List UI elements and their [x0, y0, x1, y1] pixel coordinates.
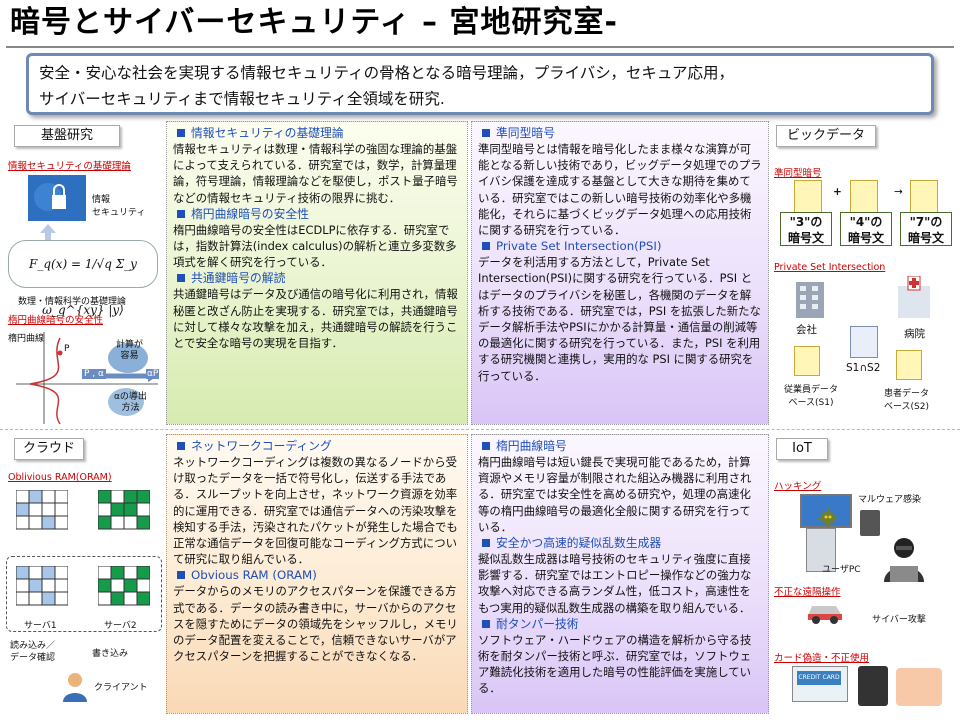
employee-db-label: 従業員データ ベース(S1)	[784, 385, 839, 408]
text-tamper-resistance: ソフトウェア・ハードウェアの構造を解析から守る技術を耐タンパー技術と呼ぶ．研究室…	[478, 632, 752, 696]
intersection-label: S1∩S2	[846, 362, 881, 374]
server-1-grid	[15, 565, 69, 618]
heading-foundation-theory: 情報セキュリティの基礎理論	[173, 125, 461, 141]
ciphertext-4: "4"の 暗号文	[840, 212, 892, 246]
heading-tamper-resistance: 耐タンパー技術	[478, 616, 762, 632]
alpha-p-label: αP	[146, 369, 160, 379]
pc-tower-icon	[806, 528, 836, 572]
heading-prng: 安全かつ高速的疑似乱数生成器	[478, 535, 762, 551]
math-theory-label: 数理・情報科学の基礎理論	[18, 297, 127, 307]
padlock-icon	[28, 175, 86, 221]
server-2-label: サーバ2	[104, 621, 137, 631]
employee-db-icon	[794, 346, 820, 376]
text-homomorphic: 準同型暗号とは情報を暗号化したまま様々な演算が可能となる新しい技術であり，ビッグ…	[478, 142, 762, 238]
curve-label: 楕円曲線	[8, 334, 45, 344]
plaintext-doc-icon-2	[850, 180, 878, 214]
company-label: 会社	[796, 324, 817, 336]
client-user-icon	[62, 672, 88, 702]
plus-sign: +	[833, 186, 842, 198]
section-label-bigdata: ビックデータ	[776, 125, 876, 147]
server-2-grid	[97, 565, 151, 618]
heading-network-coding: ネットワークコーディング	[173, 438, 461, 454]
heading-oram: Obvious RAM (ORAM)	[173, 567, 461, 583]
panel-foundation: 情報セキュリティの基礎理論 情報セキュリティは数理・情報科学の強固な理論的基盤に…	[166, 121, 468, 425]
card-reader-icon: CREDIT CARD	[792, 666, 848, 702]
servers-group	[6, 556, 162, 632]
caption-homomorphic: 準同型暗号	[774, 168, 822, 179]
section-label-iot: IoT	[776, 438, 828, 460]
ciphertext-3: "3"の 暗号文	[780, 212, 832, 246]
patient-db-label: 患者データ ベース(S2)	[884, 389, 930, 412]
caption-info-sec-theory: 情報セキュリティの基礎理論	[8, 161, 131, 172]
terminal-icon	[858, 666, 888, 706]
summary-box: 安全・安心な社会を実現する情報セキュリティの骨格となる暗号理論，プライバシ，セキ…	[26, 53, 934, 115]
p-alpha-label: P , α	[82, 369, 106, 379]
intersection-doc-icon	[850, 326, 878, 358]
section-label-kiban: 基盤研究	[14, 125, 120, 147]
caption-remote-control: 不正な遠隔操作	[774, 587, 841, 598]
hand-icon	[896, 668, 942, 706]
point-p-label: P	[64, 344, 70, 354]
hospital-icon	[894, 275, 934, 318]
malware-label: マルウェア感染	[858, 495, 922, 505]
write-label: 書き込み	[92, 649, 129, 659]
summary-line-1: 安全・安心な社会を実現する情報セキュリティの骨格となる暗号理論，プライバシ，セキ…	[39, 64, 735, 82]
qft-formula: F_q(x) = 1/√q Σ_y ω_q^{xy} |y⟩	[8, 240, 158, 317]
text-prng: 擬似乱数生成器は暗号技術のセキュリティ強度に直接影響する．研究室ではエントロピー…	[478, 552, 752, 615]
panel-iot: 楕円曲線暗号 楕円曲線暗号は短い鍵長で実現可能であるため，計算資源やメモリ容量が…	[471, 434, 769, 714]
read-confirm-label: 読み込み／ データ確認	[10, 641, 56, 663]
up-arrow-icon	[40, 224, 56, 240]
client-label: クライアント	[94, 683, 148, 693]
server-1-label: サーバ1	[24, 621, 57, 631]
text-symmetric-cryptanalysis: 共通鍵暗号はデータ及び通信の暗号化に利用され，情報秘匿と改ざん防止を実現する．研…	[173, 287, 458, 351]
caption-card-fraud: カード偽造・不正使用	[774, 653, 870, 664]
arrow-sign: →	[894, 186, 903, 198]
row-divider	[0, 429, 960, 430]
cyber-attack-label: サイバー攻撃	[872, 615, 926, 625]
heading-symmetric-cryptanalysis: 共通鍵暗号の解読	[173, 270, 461, 286]
easy-label: 計算が 容易	[116, 340, 144, 361]
page-title: 暗号とサイバーセキュリティ – 宮地研究室-	[10, 5, 618, 40]
hospital-label: 病院	[904, 328, 925, 340]
section-label-cloud: クラウド	[14, 438, 84, 460]
phone-icon	[860, 510, 880, 536]
ciphertext-7: "7"の 暗号文	[900, 212, 952, 246]
caption-ecc-security: 楕円曲線暗号の安全性	[8, 315, 104, 326]
text-ecc: 楕円曲線暗号は短い鍵長で実現可能であるため，計算資源やメモリ容量が制限された組込…	[478, 455, 752, 534]
memory-grid-2	[97, 489, 151, 542]
patient-db-icon	[896, 350, 922, 380]
car-icon	[806, 598, 844, 624]
memory-grid-1	[15, 489, 69, 542]
hacker-icon	[876, 536, 932, 582]
panel-bigdata: 準同型暗号 準同型暗号とは情報を暗号化したまま様々な演算が可能となる新しい技術で…	[471, 121, 769, 425]
info-sec-label: 情報 セキュリティ	[92, 195, 146, 218]
text-oram: データからのメモリのアクセスパターンを保護できる方式である．データの読み書き中に…	[173, 584, 458, 664]
caption-psi: Private Set Intersection	[774, 262, 886, 273]
heading-ecc: 楕円曲線暗号	[478, 438, 762, 454]
user-pc-label: ユーザPC	[822, 565, 861, 575]
text-ecc-security: 楕円曲線暗号の安全性はECDLPに依存する．研究室では，指数計算法(index …	[173, 222, 457, 270]
heading-ecc-security: 楕円曲線暗号の安全性	[173, 206, 461, 222]
credit-card-icon: CREDIT CARD	[797, 671, 841, 685]
summary-line-2: サイバーセキュリティまで情報セキュリティ全領域を研究.	[39, 90, 445, 108]
heading-homomorphic: 準同型暗号	[478, 125, 762, 141]
virus-icon	[818, 508, 838, 528]
alpha-method-label: αの導出 方法	[114, 392, 147, 413]
title-rule	[6, 46, 954, 48]
company-building-icon	[790, 278, 830, 318]
text-foundation-theory: 情報セキュリティは数理・情報科学の強固な理論的基盤によって支えられている．研究室…	[173, 142, 458, 205]
heading-psi: Private Set Intersection(PSI)	[478, 238, 762, 254]
plaintext-doc-icon-3	[910, 180, 938, 214]
panel-cloud: ネットワークコーディング ネットワークコーディングは複数の異なるノードから受け取…	[166, 434, 468, 714]
caption-hacking: ハッキング	[774, 481, 822, 492]
text-psi: データを利活用する方法として，Private Set Intersection(…	[478, 255, 761, 383]
caption-oram: Oblivious RAM(ORAM)	[8, 472, 112, 483]
plaintext-doc-icon	[794, 180, 822, 214]
text-network-coding: ネットワークコーディングは複数の異なるノードから受け取ったデータを一括で符号化し…	[173, 455, 458, 567]
